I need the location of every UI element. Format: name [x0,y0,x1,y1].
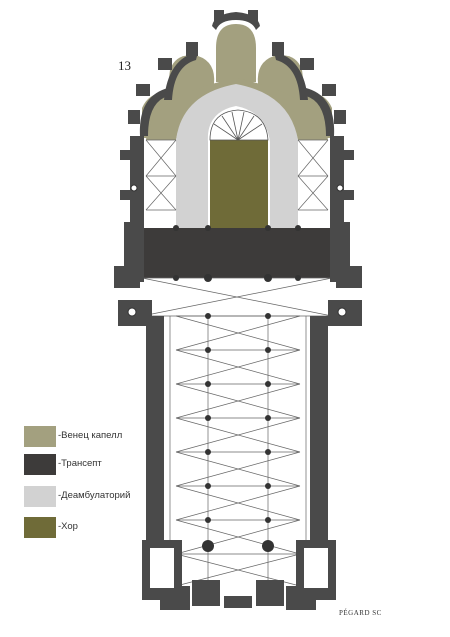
legend-swatch-transept [24,454,56,475]
legend-swatch-choir [24,517,56,538]
tower-openings [150,548,328,588]
stair-turrets [127,184,347,317]
legend-label-ambulatory: -Деамбулаторий [58,490,131,501]
legend-swatch-ambulatory [24,486,56,507]
legend-item-ambulatory: -Деамбулаторий [24,486,164,510]
plate-number: 13 [118,58,131,73]
legend-swatch-chevet-chapels [24,426,56,447]
transept [142,228,332,278]
apse-hemicycle [209,109,269,141]
legend-label-transept: -Трансепт [58,458,102,469]
legend-item-chevet-chapels: -Венец капелл [24,426,164,450]
legend-item-choir: -Хор [24,517,164,541]
nave-floor [168,278,298,590]
legend-label-choir: -Хор [58,521,78,532]
choir [210,140,268,228]
piers [173,225,301,552]
ambulatory [176,84,298,228]
chapel-ring [146,78,328,140]
engraver-signature: PÉGARD SC [339,609,382,617]
chapel-axial [216,24,256,82]
legend-label-chevet-chapels: -Венец капелл [58,430,123,441]
legend-item-transept: -Трансепт [24,454,164,478]
